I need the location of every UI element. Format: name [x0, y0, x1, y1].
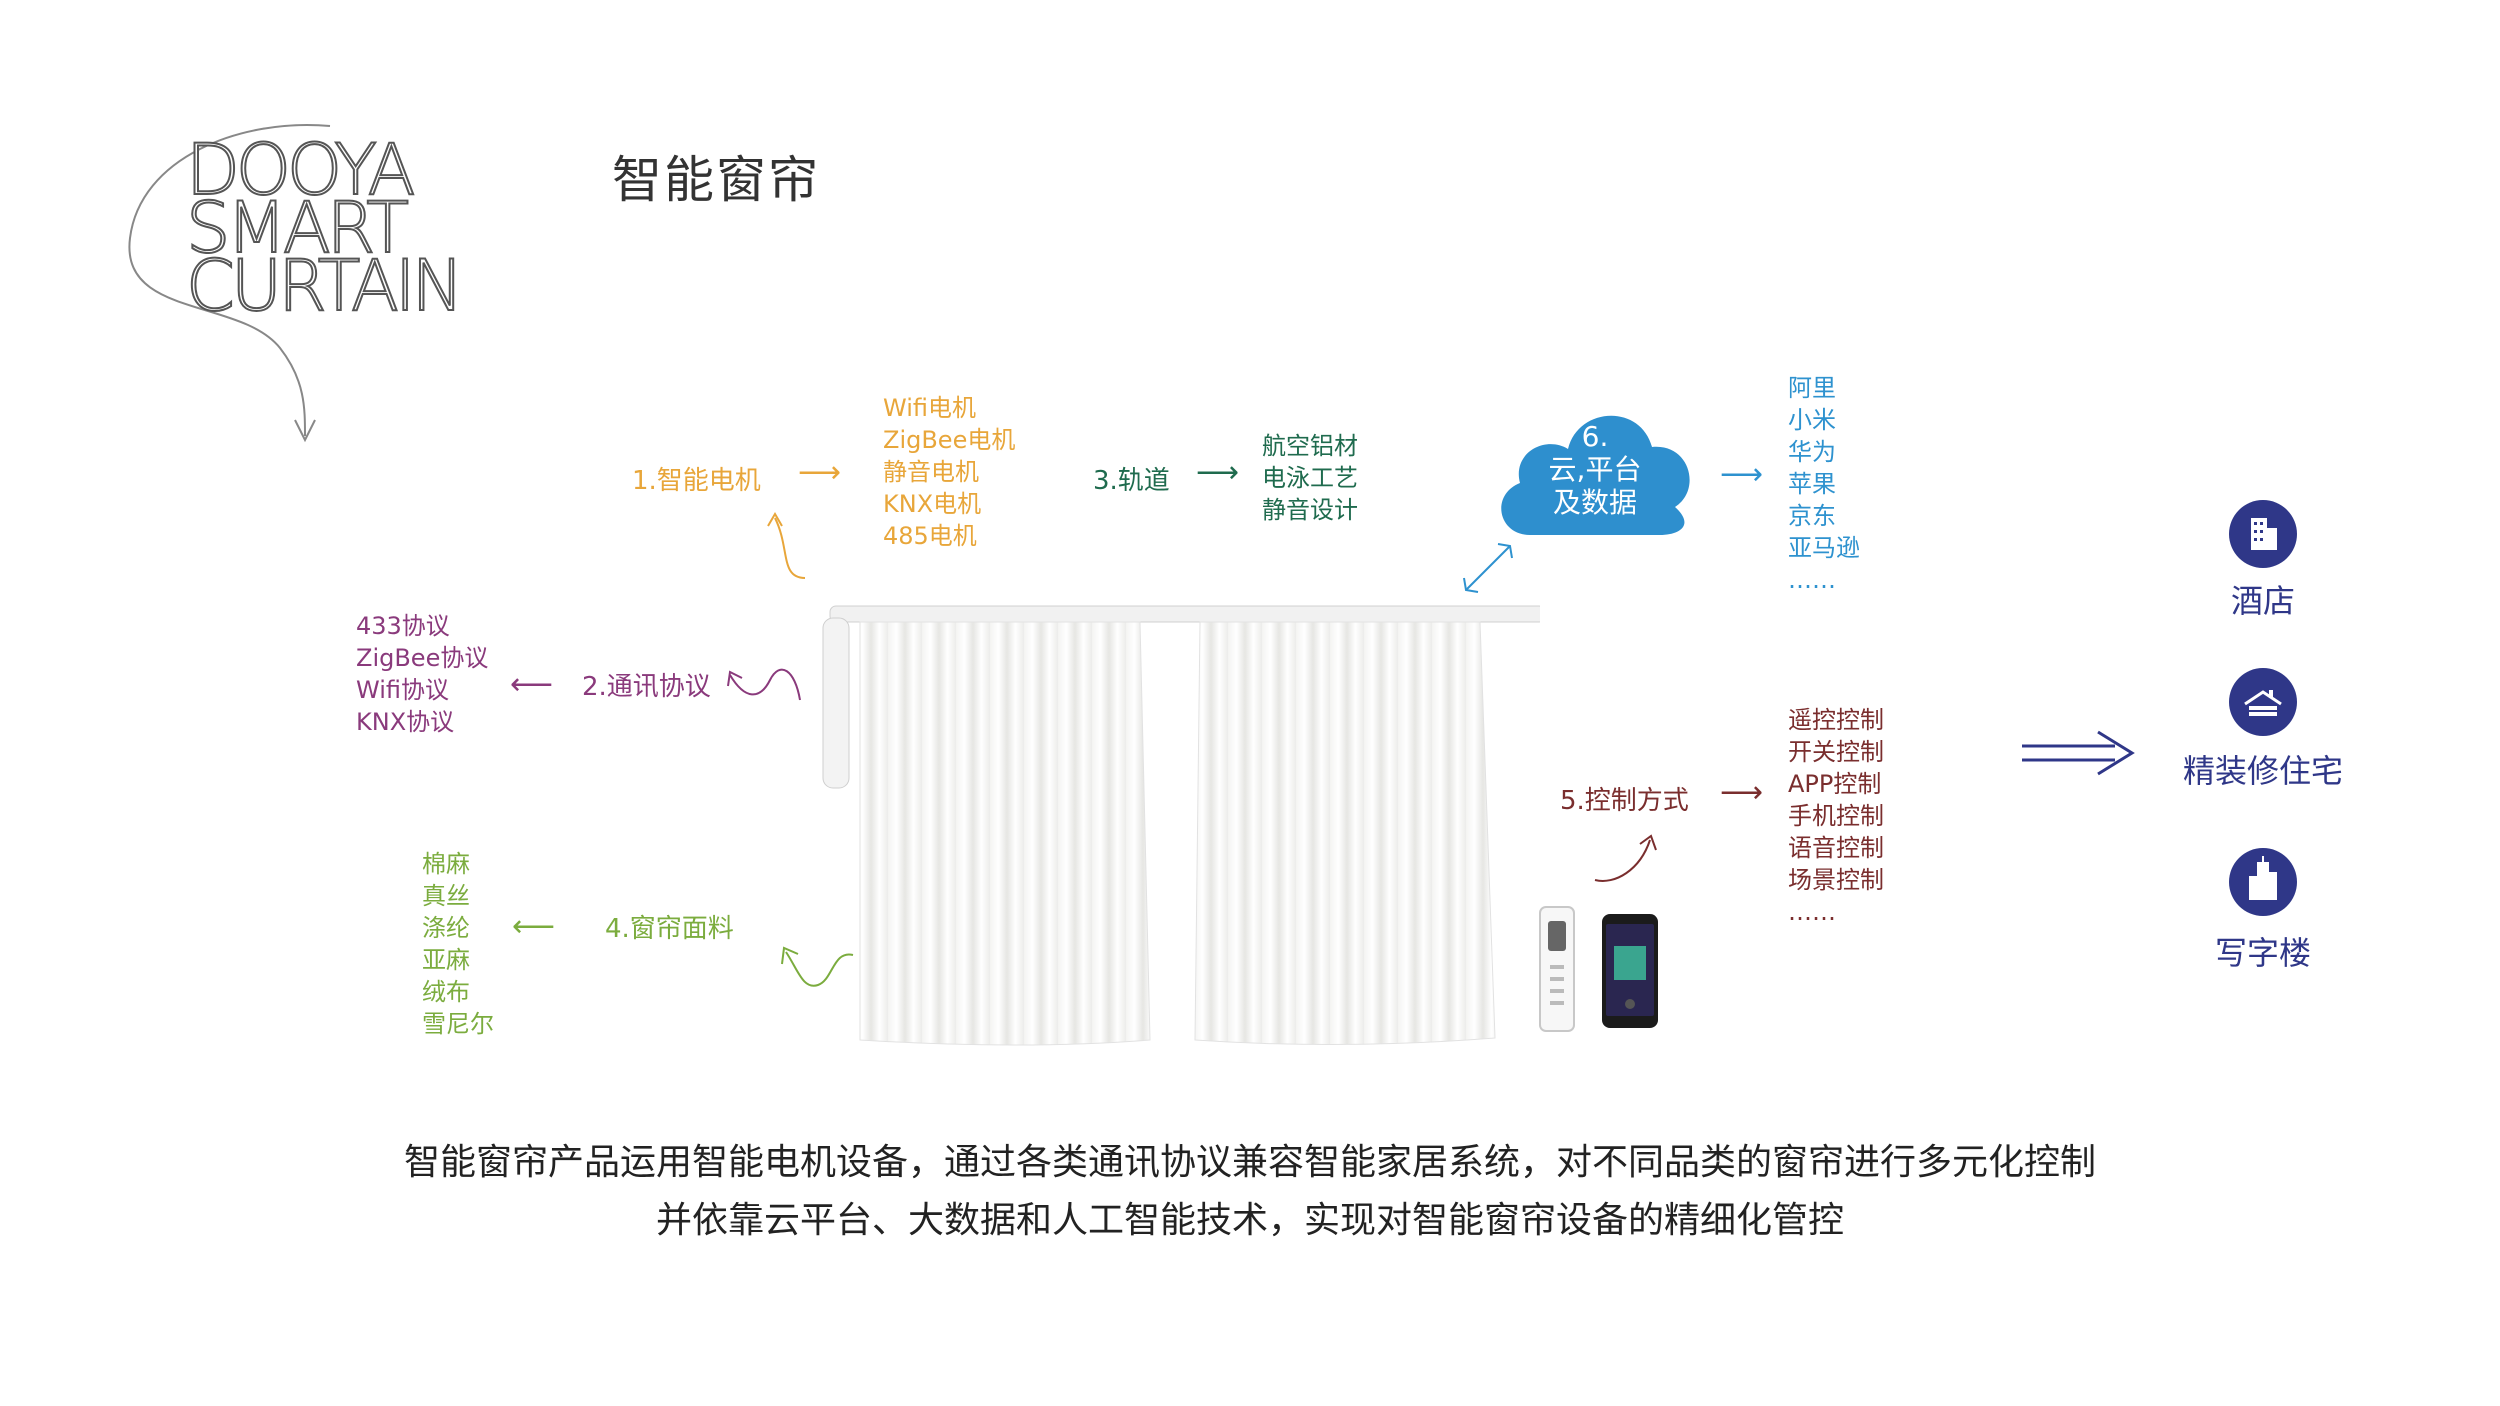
- list-item: 语音控制: [1788, 834, 1884, 862]
- list-item: 阿里: [1788, 374, 1836, 402]
- protocol-list: 433协议 ZigBee协议 Wifi协议 KNX协议: [356, 610, 488, 738]
- description: 智能窗帘产品运用智能电机设备，通过各类通讯协议兼容智能家居系统，对不同品类的窗帘…: [0, 1134, 2500, 1250]
- cloud-label-line: 6.: [1581, 420, 1609, 453]
- list-item: 手机控制: [1788, 802, 1884, 830]
- track-label: 3.轨道: [1093, 466, 1170, 496]
- page-title: 智能窗帘: [612, 151, 820, 209]
- list-item: Wifi电机: [883, 394, 976, 422]
- list-item: APP控制: [1788, 770, 1882, 798]
- list-item: 电泳工艺: [1262, 464, 1358, 492]
- curtain-image: [822, 605, 1540, 1046]
- logo-swirl-arrow: [128, 124, 331, 443]
- category-label: 酒店: [2230, 582, 2295, 620]
- description-line: 并依靠云平台、大数据和人工智能技术，实现对智能窗帘设备的精细化管控: [655, 1200, 1844, 1241]
- list-item: 涤纶: [422, 914, 470, 942]
- list-item: ZigBee协议: [356, 644, 489, 672]
- list-item: 绒布: [422, 978, 470, 1006]
- category-label: 精装修住宅: [2182, 752, 2343, 790]
- motor-list: Wifi电机 ZigBee电机 静音电机 KNX电机 485电机: [883, 392, 1015, 552]
- list-item: 小米: [1788, 406, 1836, 434]
- logo-line-3: CURTAIN: [185, 245, 465, 327]
- logo-line-1: DOOYA: [185, 129, 416, 211]
- curtain-motor: [822, 617, 850, 789]
- list-item: 雪尼尔: [422, 1010, 494, 1038]
- protocol-label: 2.通讯协议: [582, 672, 711, 702]
- cloud-list: 阿里 小米 华为 苹果 京东 亚马逊 ……: [1788, 372, 1860, 596]
- cloud-icon: [1501, 415, 1690, 535]
- curved-arrow-icon: [781, 946, 854, 987]
- list-item: ZigBee电机: [883, 426, 1016, 454]
- right-arrow-icon: ⟶: [798, 455, 842, 490]
- wave-arrow-icon: [727, 668, 801, 701]
- cloud-label-line: 云,平台: [1548, 453, 1642, 486]
- double-arrow-icon: [1463, 543, 1513, 593]
- description-line: 智能窗帘产品运用智能电机设备，通过各类通讯协议兼容智能家居系统，对不同品类的窗帘…: [403, 1142, 2096, 1183]
- right-arrow-icon: ⟶: [1196, 455, 1240, 490]
- fabric-label: 4.窗帘面料: [605, 914, 734, 944]
- list-item: 苹果: [1788, 470, 1836, 498]
- control-list: 遥控控制 开关控制 APP控制 手机控制 语音控制 场景控制 ……: [1788, 704, 1884, 928]
- motor-label: 1.智能电机: [632, 466, 761, 496]
- list-item: ……: [1788, 898, 1836, 926]
- cloud-label: 6. 云,平台 及数据: [1490, 420, 1700, 519]
- list-item: Wifi协议: [356, 676, 449, 704]
- list-item: 亚麻: [422, 946, 470, 974]
- curved-arrow-icon: [767, 512, 806, 579]
- curtain-rail: [829, 605, 1540, 623]
- list-item: 开关控制: [1788, 738, 1884, 766]
- control-label: 5.控制方式: [1560, 786, 1689, 816]
- list-item: 航空铝材: [1262, 432, 1358, 460]
- list-item: ……: [1788, 566, 1836, 594]
- list-item: 亚马逊: [1788, 534, 1860, 562]
- list-item: 遥控控制: [1788, 706, 1884, 734]
- residence-house-icon: [2229, 668, 2297, 736]
- list-item: KNX电机: [883, 490, 982, 518]
- list-item: 京东: [1788, 502, 1836, 530]
- list-item: 静音电机: [883, 458, 979, 486]
- logo-line-2: SMART: [185, 187, 410, 269]
- office-tower-icon: [2229, 848, 2297, 916]
- track-list: 航空铝材 电泳工艺 静音设计: [1262, 430, 1358, 526]
- list-item: 棉麻: [422, 850, 470, 878]
- left-arrow-icon: ⟵: [510, 667, 554, 702]
- list-item: 真丝: [422, 882, 470, 910]
- left-arrow-icon: ⟵: [512, 909, 556, 944]
- right-arrow-icon: ⟶: [1720, 457, 1764, 492]
- fabric-list: 棉麻 真丝 涤纶 亚麻 绒布 雪尼尔: [422, 848, 494, 1040]
- hotel-building-icon: [2229, 500, 2297, 568]
- smartphone-image: [1602, 914, 1658, 1028]
- list-item: 场景控制: [1788, 866, 1884, 894]
- cloud-label-line: 及数据: [1552, 486, 1637, 519]
- list-item: 静音设计: [1262, 496, 1358, 524]
- list-item: 433协议: [356, 612, 450, 640]
- list-item: 华为: [1788, 438, 1836, 466]
- list-item: 485电机: [883, 522, 977, 550]
- list-item: KNX协议: [356, 708, 455, 736]
- big-right-arrow-icon: [2022, 730, 2135, 776]
- curved-arrow-icon: [1594, 834, 1657, 882]
- right-arrow-icon: ⟶: [1720, 775, 1764, 810]
- category-label: 写字楼: [2214, 934, 2311, 972]
- remote-control-image: [1539, 906, 1575, 1032]
